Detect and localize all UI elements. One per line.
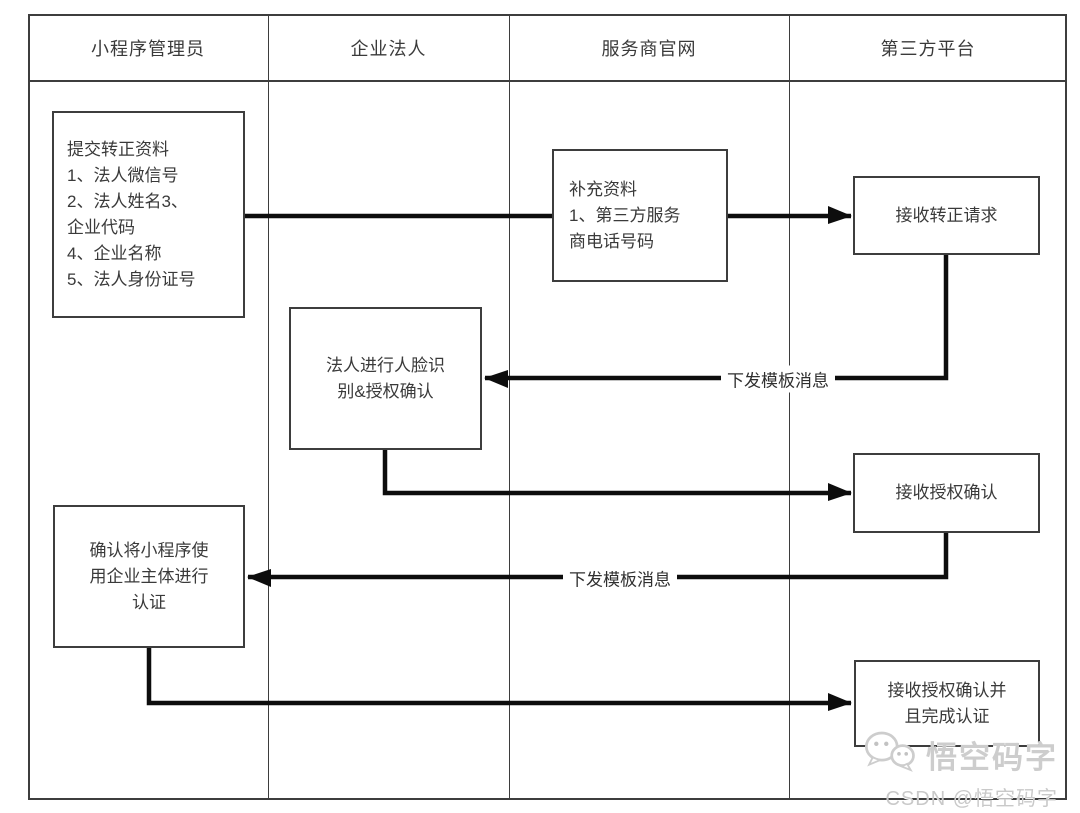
node-receive-request: 接收转正请求	[853, 176, 1040, 255]
table-border	[28, 14, 1067, 800]
node-submit-info-text: 提交转正资料 1、法人微信号 2、法人姓名3、 企业代码 4、企业名称 5、法人…	[67, 139, 196, 289]
node-receive-auth-text: 接收授权确认	[895, 483, 998, 502]
node-face-auth: 法人进行人脸识 别&授权确认	[289, 307, 482, 450]
node-receive-auth-complete: 接收授权确认并 且完成认证	[854, 660, 1040, 747]
node-confirm-subject: 确认将小程序使 用企业主体进行 认证	[53, 505, 245, 648]
node-receive-auth: 接收授权确认	[853, 453, 1040, 533]
header-separator	[28, 80, 1067, 82]
lane-divider-2	[509, 14, 510, 800]
lane-header-service-provider-site: 服务商官网	[601, 39, 697, 59]
lane-divider-1	[268, 14, 269, 800]
node-receive-request-text: 接收转正请求	[895, 205, 998, 225]
node-receive-auth-complete-text: 接收授权确认并 且完成认证	[887, 680, 1007, 726]
lane-header-legal-person: 企业法人	[350, 39, 427, 59]
lane-divider-3	[789, 14, 790, 800]
edge-label-template-message-1: 下发模板消息	[721, 365, 835, 393]
node-face-auth-text: 法人进行人脸识 别&授权确认	[326, 355, 445, 401]
lane-header-mini-program-admin: 小程序管理员	[91, 39, 205, 59]
node-submit-info: 提交转正资料 1、法人微信号 2、法人姓名3、 企业代码 4、企业名称 5、法人…	[52, 111, 245, 318]
lane-header-third-party-platform: 第三方平台	[880, 39, 976, 59]
node-supplement-info: 补充资料 1、第三方服务 商电话号码	[552, 149, 728, 282]
node-confirm-subject-text: 确认将小程序使 用企业主体进行 认证	[89, 540, 209, 612]
edge-label-template-message-2: 下发模板消息	[563, 564, 677, 592]
node-supplement-info-text: 补充资料 1、第三方服务 商电话号码	[569, 179, 681, 251]
